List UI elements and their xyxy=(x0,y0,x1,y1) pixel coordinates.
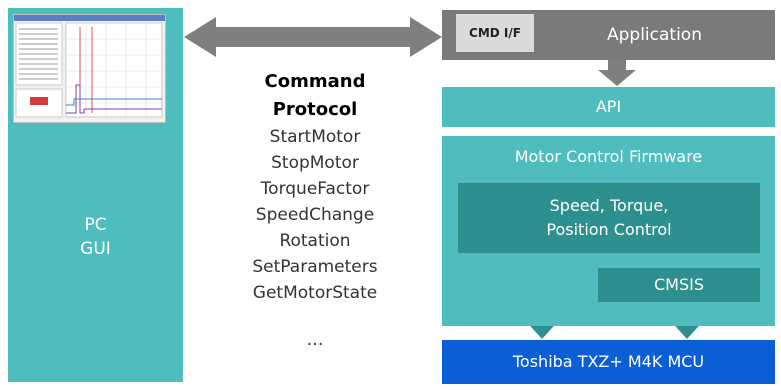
cmsis-box: CMSIS xyxy=(598,268,760,302)
command-list: StartMotor StopMotor TorqueFactor SpeedC… xyxy=(225,124,405,306)
app-to-api-arrow xyxy=(598,60,636,86)
command-protocol-title: Command Protocol xyxy=(264,71,366,120)
gui-screenshot-thumbnail xyxy=(13,14,166,123)
gui-thumbnail-image xyxy=(14,15,165,118)
command-item: TorqueFactor xyxy=(260,179,370,199)
application-label: Application xyxy=(607,25,702,45)
command-item: SetParameters xyxy=(252,257,378,277)
command-list-ellipsis: … xyxy=(306,330,324,350)
speed-torque-position-control-box: Speed, Torque, Position Control xyxy=(458,183,760,253)
command-item: GetMotorState xyxy=(252,283,378,303)
mcu-box: Toshiba TXZ+ M4K MCU xyxy=(442,340,775,384)
command-item: StopMotor xyxy=(271,153,359,173)
command-item: StartMotor xyxy=(269,127,361,147)
bidirectional-arrow xyxy=(184,17,442,57)
cmd-interface-box: CMD I/F xyxy=(456,14,534,52)
api-box: API xyxy=(442,87,775,127)
command-item: Rotation xyxy=(279,231,351,251)
pc-gui-label: PC GUI xyxy=(80,215,111,259)
command-item: SpeedChange xyxy=(255,205,375,225)
motor-control-firmware-label: Motor Control Firmware xyxy=(514,147,703,166)
